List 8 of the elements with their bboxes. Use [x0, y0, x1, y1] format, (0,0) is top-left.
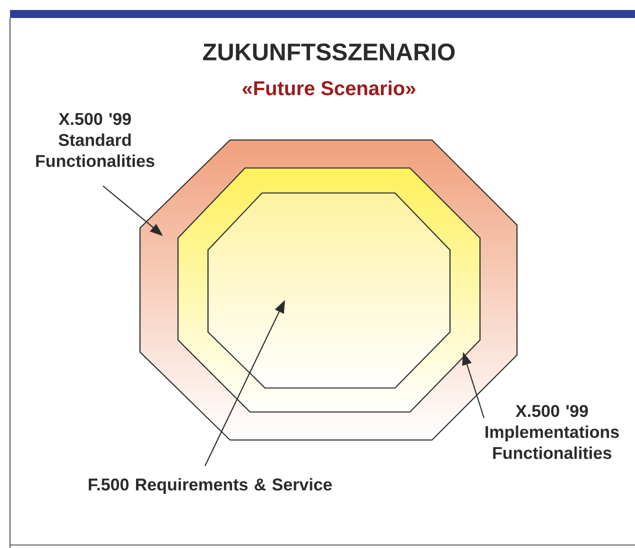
title: ZUKUNFTSSZENARIO [203, 44, 455, 60]
subtitle: «Future Scenario» [242, 80, 416, 96]
callout-label: X.500 '99 Implementations Functionalities [486, 404, 619, 460]
callout-label: F.500 Requirements & Service [88, 478, 332, 494]
arrow [204, 300, 285, 466]
arrow [102, 186, 163, 236]
arrow [462, 352, 485, 418]
callout-label: X.500 '99 Standard Functionalities [36, 112, 154, 168]
